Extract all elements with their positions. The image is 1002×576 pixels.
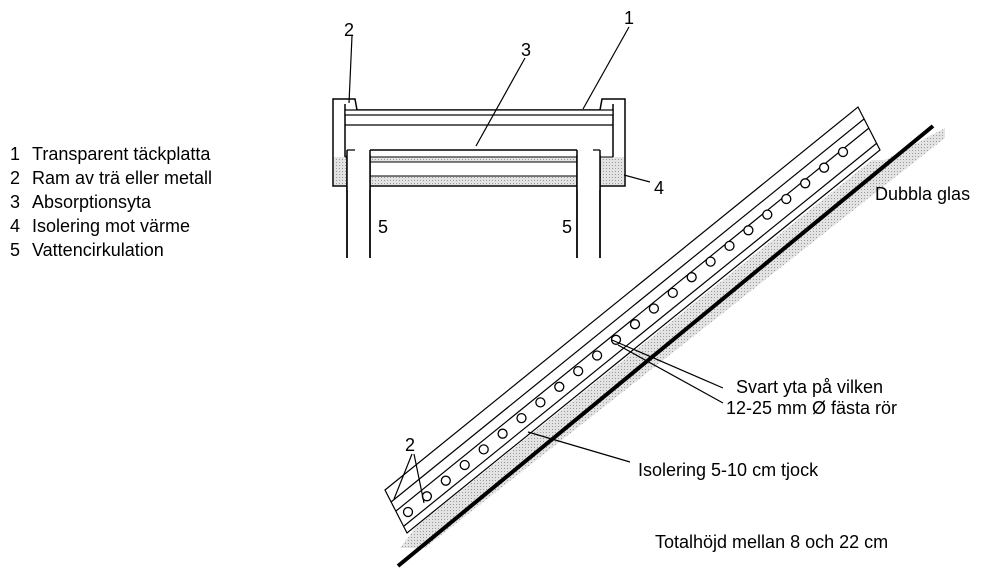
pipe-circle bbox=[591, 350, 603, 361]
callout-2: 2 bbox=[344, 20, 354, 40]
pipe-circle bbox=[705, 256, 716, 267]
pipe-circle bbox=[724, 240, 735, 252]
pipe-circle bbox=[800, 178, 811, 189]
pipe-circle bbox=[573, 365, 584, 377]
pipe-circle bbox=[402, 506, 414, 518]
panel-outline bbox=[384, 106, 881, 534]
absorber-pipes bbox=[402, 146, 849, 518]
pipe-circle bbox=[516, 412, 527, 424]
pipe-circle bbox=[440, 475, 451, 486]
cover-glass bbox=[344, 109, 614, 116]
pipe-circle bbox=[535, 397, 546, 408]
pipe-circle bbox=[554, 381, 565, 392]
insulation-label: Isolering 5-10 cm tjock bbox=[638, 460, 819, 480]
pipe-label-left: 5 bbox=[378, 217, 388, 237]
glass-line-1 bbox=[390, 118, 865, 503]
insulation-callout-line bbox=[527, 431, 631, 463]
callout-2-line bbox=[348, 35, 353, 104]
pipe-circle bbox=[648, 303, 660, 314]
callout-3-line bbox=[475, 57, 526, 147]
pipe-circle bbox=[762, 209, 773, 220]
pipe-circle bbox=[686, 272, 697, 283]
pipe-circle bbox=[629, 319, 641, 330]
callout-4-line bbox=[623, 174, 651, 183]
callout-4: 4 bbox=[654, 178, 664, 198]
pipe-circle bbox=[667, 287, 678, 299]
pipe-label-right: 5 bbox=[562, 217, 572, 237]
pipe-circle bbox=[478, 444, 489, 455]
surface-label-line1: Svart yta på vilken bbox=[736, 377, 883, 397]
frame-label: 2 bbox=[405, 435, 415, 455]
pipe-circle bbox=[459, 459, 470, 471]
absorber-surface-line bbox=[403, 142, 878, 527]
pipe-circle bbox=[497, 428, 508, 439]
surface-callout-line bbox=[611, 339, 724, 389]
pipe-circle bbox=[837, 146, 849, 158]
pipe-circle bbox=[818, 162, 830, 173]
glass-line-2 bbox=[395, 127, 870, 512]
roof-panel: 2 Dubbla glas Svart yta på vilken 12-25 … bbox=[384, 106, 970, 568]
cross-section: 1 2 3 4 5 5 bbox=[332, 8, 664, 258]
frame-callout-line-a bbox=[393, 453, 413, 500]
callout-3: 3 bbox=[521, 40, 531, 60]
height-label: Totalhöjd mellan 8 och 22 cm bbox=[655, 532, 888, 552]
callout-1: 1 bbox=[624, 8, 634, 28]
frame-callout-line-b bbox=[413, 453, 425, 504]
glass-label: Dubbla glas bbox=[875, 184, 970, 204]
pipe-circle bbox=[781, 193, 792, 205]
surface-label-line2: 12-25 mm Ø fästa rör bbox=[726, 398, 897, 418]
roof-line bbox=[396, 124, 935, 568]
pipe-circle bbox=[743, 225, 754, 236]
callout-1-line bbox=[582, 26, 630, 110]
pipe-callout-line bbox=[617, 344, 724, 404]
insulation-core bbox=[367, 161, 579, 177]
